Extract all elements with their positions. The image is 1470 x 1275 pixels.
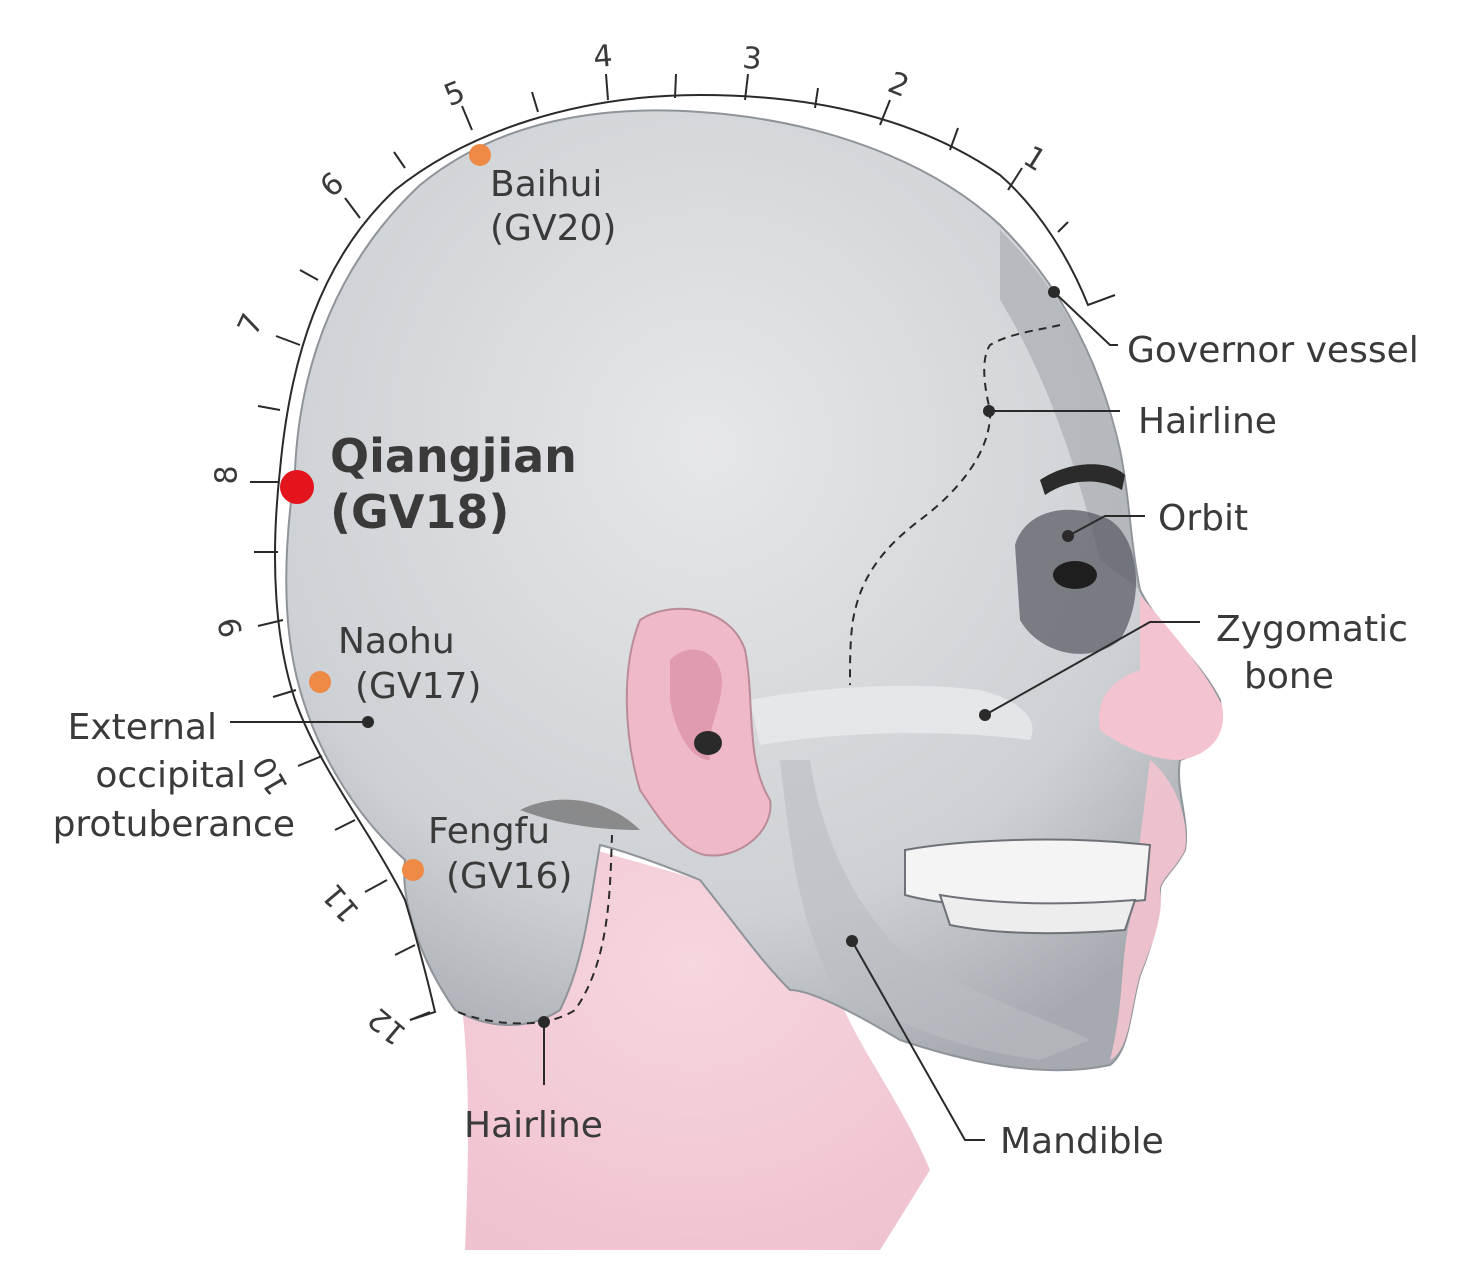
eye — [1053, 561, 1097, 589]
governor-vessel-line — [274, 93, 1116, 1021]
external-label-1: External — [68, 707, 217, 748]
zygomatic-arch — [750, 685, 1033, 745]
hairline-back-label: Hairline — [464, 1105, 603, 1146]
scale-minor-tick — [299, 269, 319, 281]
teeth — [904, 838, 1152, 935]
scale-ticks — [250, 73, 1069, 1021]
governor-vessel-label: Governor vessel — [1127, 330, 1419, 371]
scale-major-tick — [879, 99, 891, 126]
scale-tick-number: 12 — [361, 1000, 413, 1051]
scale-major-tick — [275, 335, 301, 346]
scale-minor-tick — [394, 944, 416, 956]
mandible-label: Mandible — [1000, 1121, 1164, 1162]
scale-minor-tick — [1057, 221, 1069, 233]
hairline-front-label: Hairline — [1138, 401, 1277, 442]
qiangjian-name: Qiangjian — [330, 429, 577, 483]
scale-major-tick — [364, 879, 388, 893]
ear — [625, 607, 772, 857]
qiangjian-point[interactable] — [280, 470, 314, 504]
scale-major-tick — [461, 105, 473, 131]
naohu-code: (GV17) — [355, 666, 481, 707]
scale-major-tick — [409, 1011, 431, 1021]
scale-minor-tick — [814, 87, 819, 109]
scale-major-tick — [744, 73, 749, 101]
scale-tick-number: 8 — [210, 465, 245, 484]
external-label-3: protuberance — [53, 804, 295, 845]
zygomatic-label-1: Zygomatic — [1216, 609, 1408, 650]
scale-tick-number: 3 — [741, 41, 763, 78]
baihui-point[interactable] — [469, 144, 491, 166]
scale-minor-tick — [272, 689, 297, 698]
naohu-point[interactable] — [309, 671, 331, 693]
scale-minor-tick — [334, 819, 356, 831]
naohu-name: Naohu — [338, 621, 455, 662]
neck-hair — [520, 799, 640, 830]
scale-tick-number: 2 — [883, 65, 914, 105]
scale-minor-tick — [393, 151, 406, 169]
scale-major-tick — [605, 73, 609, 101]
leader-dots — [362, 286, 1074, 1028]
fengfu-code: (GV16) — [446, 856, 572, 897]
scale-tick-number: 5 — [439, 74, 470, 114]
scale-minor-tick — [674, 73, 677, 99]
scale-major-tick — [297, 755, 323, 767]
scale-minor-tick — [531, 91, 539, 113]
leader-lines — [230, 291, 1200, 1141]
baihui-name: Baihui — [490, 164, 602, 205]
scale-minor-tick — [257, 405, 281, 411]
scale-tick-number: 10 — [246, 750, 295, 801]
qiangjian-code: (GV18) — [330, 485, 509, 539]
scale-minor-tick — [949, 127, 959, 151]
orbit-label: Orbit — [1158, 498, 1248, 539]
lips — [1110, 760, 1186, 1060]
nose — [1099, 595, 1224, 760]
scale-tick-number: 4 — [592, 39, 614, 76]
baihui-code: (GV20) — [490, 208, 616, 249]
fengfu-point[interactable] — [402, 859, 424, 881]
scale-major-tick — [344, 197, 361, 219]
scale-major-tick — [257, 619, 284, 627]
mandible-bone — [780, 760, 1090, 1060]
zygomatic-label-2: bone — [1244, 656, 1334, 697]
scale-tick-number: 11 — [316, 877, 367, 929]
hairline-front-path — [849, 324, 1061, 686]
fengfu-name: Fengfu — [428, 811, 550, 852]
external-label-2: occipital — [95, 755, 246, 796]
scale-tick-number: 9 — [212, 614, 251, 642]
eyebrow — [1040, 464, 1125, 495]
scale-tick-number: 7 — [231, 309, 271, 341]
scale-tick-number: 1 — [1017, 139, 1052, 179]
scale-major-tick — [1007, 167, 1023, 191]
